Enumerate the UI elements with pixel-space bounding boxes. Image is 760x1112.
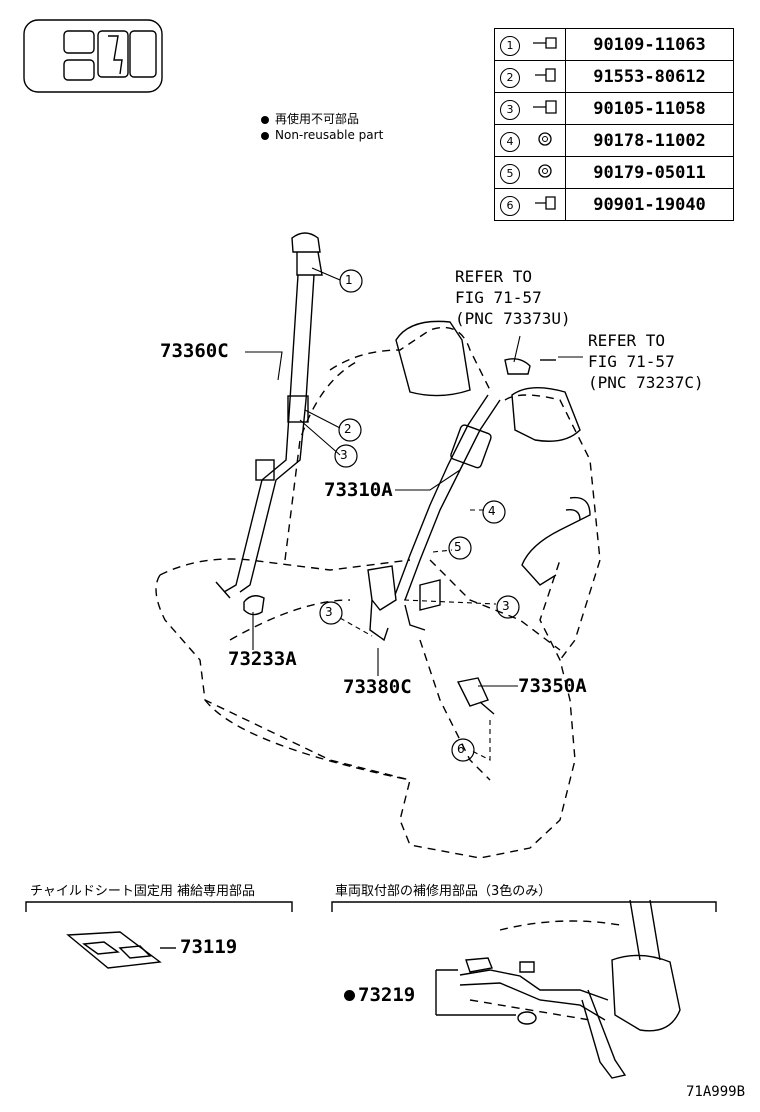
anchor-parts-73219: [435, 899, 681, 1079]
callout-73350A[interactable]: 73350A: [518, 675, 587, 697]
callout-73233A[interactable]: 73233A: [228, 648, 297, 670]
row-number: 6: [500, 195, 520, 216]
table-row[interactable]: 3 90105-11058: [494, 92, 734, 125]
table-row[interactable]: 2 91553-80612: [494, 60, 734, 93]
leader-lines: [245, 267, 583, 761]
refer-note-73373U[interactable]: REFER TO FIG 71-57 (PNC 73373U): [455, 267, 571, 328]
callout-circles: [319, 269, 520, 762]
section-brackets: [25, 901, 717, 912]
section-child-seat: チャイルドシート固定用 補給専用部品: [30, 884, 256, 899]
circle-num-6: 6: [457, 742, 465, 756]
circle-num-5: 5: [454, 540, 462, 554]
row-number: 1: [500, 35, 520, 56]
belt-73360C: [215, 232, 323, 599]
table-row[interactable]: 1 90109-11063: [494, 28, 734, 61]
nut-icon: [538, 163, 552, 178]
headrest-right: [511, 387, 581, 442]
legend-non-reusable-en: Non-reusable part: [261, 128, 383, 142]
seat-position-icon: [23, 19, 163, 93]
section-vehicle-mount: 車両取付部の補修用部品（3色のみ）: [335, 884, 552, 899]
circle-num-1: 1: [345, 273, 353, 287]
rear-seat-outline: [155, 326, 601, 859]
part-number: 90105-11058: [565, 92, 734, 125]
circle-num-3c: 3: [502, 599, 510, 613]
row-number: 5: [500, 163, 520, 184]
table-row[interactable]: 4 90178-11002: [494, 124, 734, 157]
buckle-73350A: [456, 677, 495, 715]
table-row[interactable]: 6 90901-19040: [494, 188, 734, 221]
part-number: 90901-19040: [565, 188, 734, 221]
bolt-icon: [535, 195, 556, 210]
nut-icon: [538, 131, 552, 146]
callout-73380C[interactable]: 73380C: [343, 676, 412, 698]
callout-73360C[interactable]: 73360C: [160, 340, 229, 362]
refer-note-73237C[interactable]: REFER TO FIG 71-57 (PNC 73237C): [588, 331, 704, 392]
row-number: 2: [500, 67, 520, 88]
table-row[interactable]: 5 90179-05011: [494, 156, 734, 189]
buckle-73380C: [367, 565, 397, 642]
callout-73119[interactable]: 73119: [180, 936, 238, 958]
headrest-left: [395, 320, 471, 397]
bolt-icon: [535, 67, 556, 82]
figure-id: 71A999B: [686, 1084, 746, 1100]
part-number: 90109-11063: [565, 28, 734, 61]
bolt-icon: [533, 99, 557, 114]
part-number: 90178-11002: [565, 124, 734, 157]
parts-table: 1 90109-11063 2 91553-80612 3 90105-1105…: [494, 28, 734, 221]
child-seat-bracket-73119: [66, 931, 176, 969]
bolt-icon: [533, 36, 557, 49]
buckle-cover-73233A: [243, 595, 265, 616]
belt-73310A: [394, 358, 556, 631]
row-number: 3: [500, 99, 520, 120]
callout-73310A[interactable]: 73310A: [324, 479, 393, 501]
part-number: 90179-05011: [565, 156, 734, 189]
bullet-dot-icon: [261, 131, 269, 140]
circle-num-3b: 3: [325, 605, 333, 619]
part-number: 91553-80612: [565, 60, 734, 93]
legend-non-reusable-jp: 再使用不可部品: [261, 110, 359, 127]
circle-num-2: 2: [344, 422, 352, 436]
callout-73219[interactable]: 73219: [344, 984, 415, 1006]
bullet-dot-icon: [261, 115, 269, 124]
non-reusable-dot-icon: [344, 990, 355, 1001]
armrest-hook: [521, 496, 591, 586]
circle-num-4: 4: [488, 504, 496, 518]
row-number: 4: [500, 131, 520, 152]
circle-num-3: 3: [340, 448, 348, 462]
